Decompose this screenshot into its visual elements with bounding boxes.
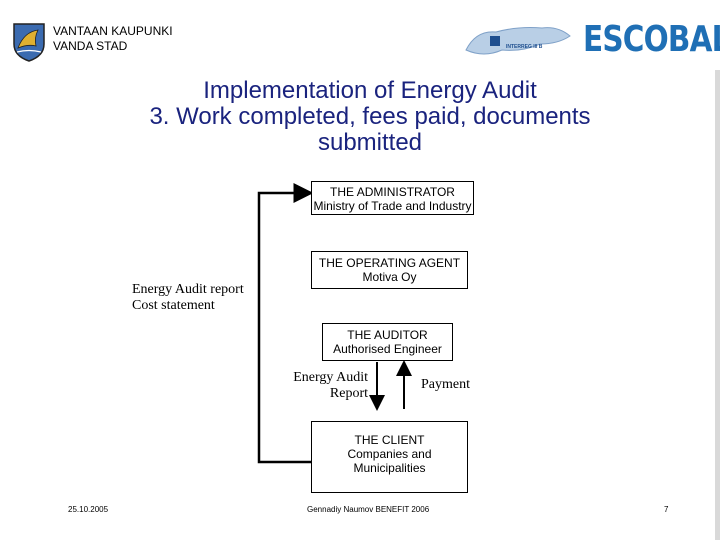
org-name-finnish: VANTAAN KAUPUNKI bbox=[53, 24, 173, 38]
side-label-line-1: Energy Audit report bbox=[132, 282, 244, 297]
energy-audit-report-label: Energy Audit report Cost statement bbox=[132, 282, 244, 314]
payment-label: Payment bbox=[421, 377, 470, 392]
client-box: THE CLIENT Companies and Municipalities bbox=[311, 421, 468, 493]
report-label-line-2: Report bbox=[329, 386, 368, 401]
auditor-desc: Authorised Engineer bbox=[333, 342, 442, 356]
title-line-3: submitted bbox=[317, 129, 423, 156]
escobalt-logo: ESCOBALT bbox=[583, 19, 720, 60]
interreg-logo: INTERREG III B bbox=[462, 22, 574, 62]
slide-title: Implementation of Energy Audit 3. Work c… bbox=[60, 78, 680, 156]
side-label-line-2: Cost statement bbox=[132, 298, 215, 313]
footer-date: 25.10.2005 bbox=[68, 505, 109, 514]
title-line-1: Implementation of Energy Audit bbox=[203, 77, 537, 104]
footer-author: Gennadiy Naumov BENEFIT 2006 bbox=[307, 505, 430, 514]
operating-agent-box: THE OPERATING AGENT Motiva Oy bbox=[311, 251, 468, 289]
city-coat-of-arms-icon bbox=[12, 22, 46, 62]
operating-agent-name: THE OPERATING AGENT bbox=[318, 256, 461, 270]
slide-edge-bar bbox=[715, 70, 720, 540]
title-line-2: 3. Work completed, fees paid, documents bbox=[149, 103, 591, 130]
client-desc-line-1: Companies and bbox=[347, 447, 432, 461]
administrator-box: THE ADMINISTRATOR Ministry of Trade and … bbox=[311, 181, 474, 215]
client-to-administrator-line bbox=[257, 183, 314, 464]
operating-agent-desc: Motiva Oy bbox=[362, 270, 417, 284]
report-label: Energy Audit Report bbox=[280, 370, 368, 402]
auditor-box: THE AUDITOR Authorised Engineer bbox=[322, 323, 453, 361]
auditor-name: THE AUDITOR bbox=[347, 328, 428, 342]
org-name-swedish: VANDA STAD bbox=[53, 39, 128, 53]
interreg-text: INTERREG III B bbox=[506, 44, 543, 50]
administrator-name: THE ADMINISTRATOR bbox=[330, 185, 455, 199]
page-number: 7 bbox=[664, 505, 669, 514]
client-name: THE CLIENT bbox=[354, 433, 425, 447]
client-desc-line-2: Municipalities bbox=[353, 461, 426, 475]
administrator-desc: Ministry of Trade and Industry bbox=[313, 199, 472, 213]
report-label-line-1: Energy Audit bbox=[293, 370, 368, 385]
